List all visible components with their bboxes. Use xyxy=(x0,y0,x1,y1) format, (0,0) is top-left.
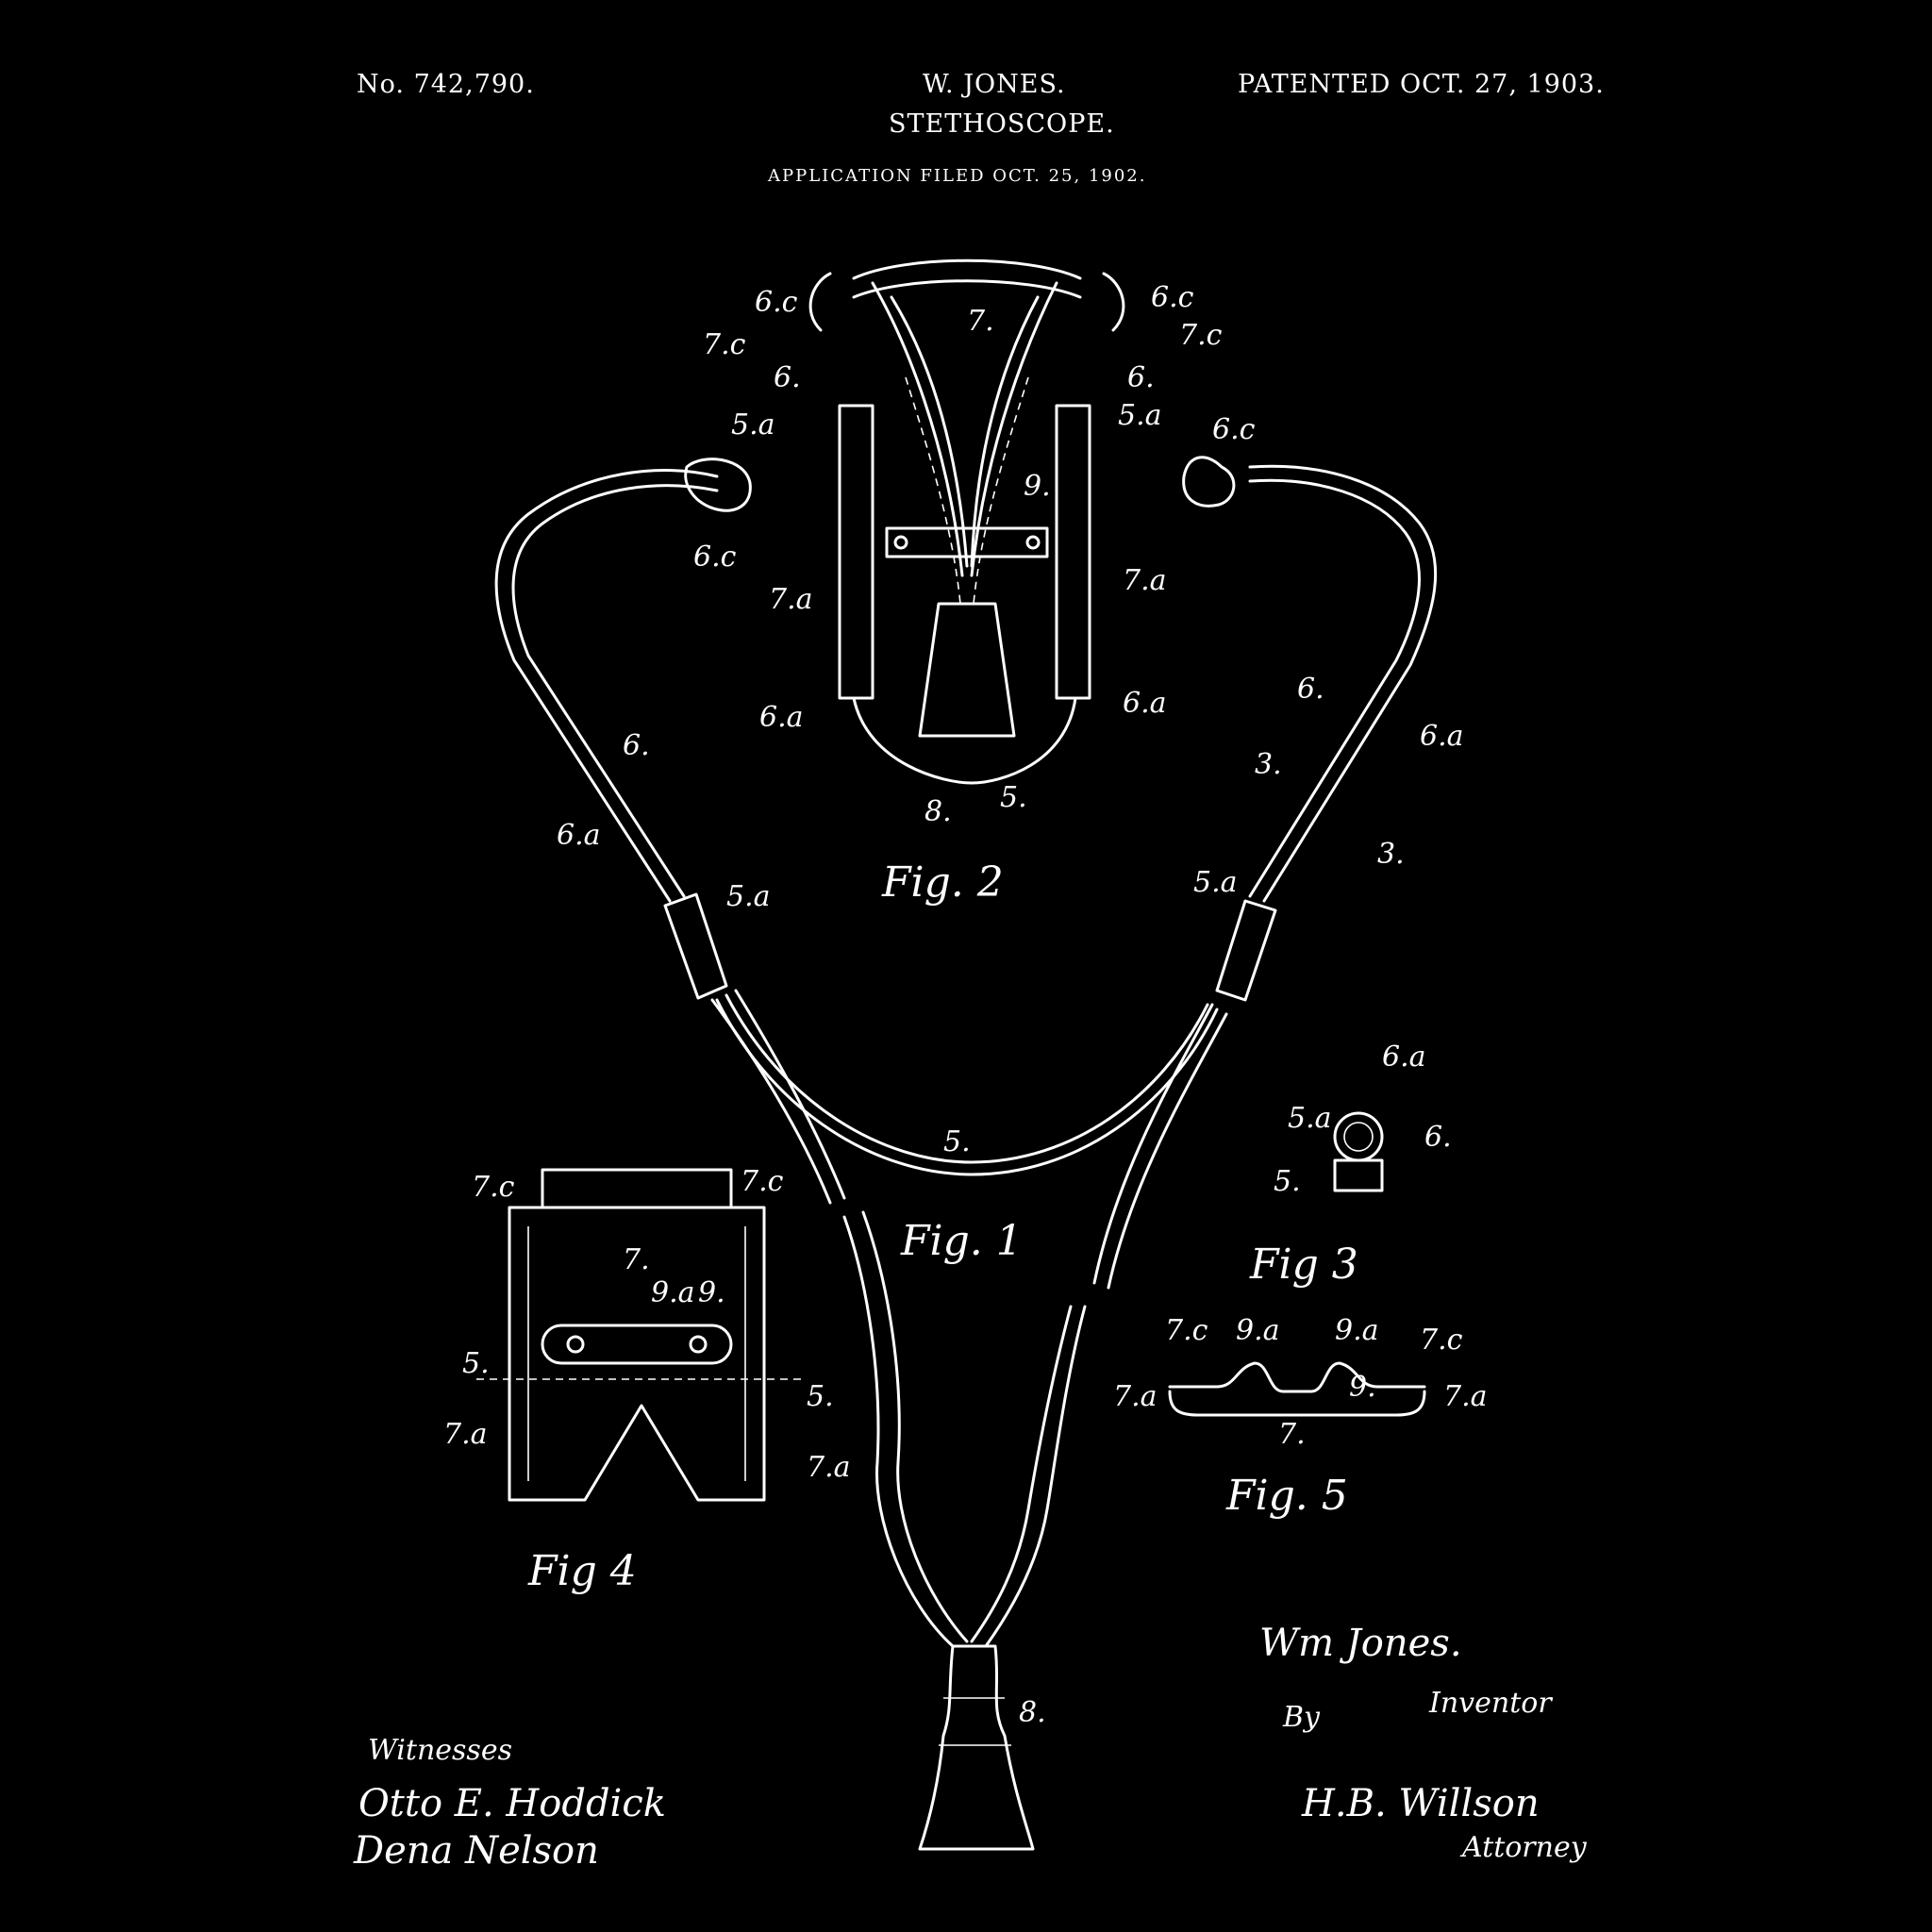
fig2-ref-5a-left: 5.a xyxy=(731,408,775,441)
ref-8: 8. xyxy=(1019,1696,1046,1729)
fig2-caption: Fig. 2 xyxy=(881,858,1004,907)
witness-1-signature: Otto E. Hoddick xyxy=(358,1782,666,1825)
inventor-signature: Wm Jones. xyxy=(1259,1622,1462,1665)
fig2-ref-6-right: 6. xyxy=(1127,361,1155,394)
fig4-ref-5-left: 5. xyxy=(462,1347,490,1380)
fig2-ref-6-left: 6. xyxy=(774,361,801,394)
chest-piece xyxy=(920,1646,1033,1849)
ref-6c-right: 6.c xyxy=(1212,413,1256,446)
fig4-ref-9: 9. xyxy=(698,1276,725,1309)
fig4-ref-9a: 9.a xyxy=(651,1276,695,1309)
fig5-ref-9a-left: 9.a xyxy=(1236,1314,1280,1347)
fig2-ref-6c-right: 6.c xyxy=(1151,281,1194,314)
ref-3a: 3. xyxy=(1255,748,1282,781)
ref-5: 5. xyxy=(943,1125,971,1158)
fig4-ref-7: 7. xyxy=(623,1243,650,1276)
ref-5a-right: 5.a xyxy=(1193,866,1238,899)
fig3-ref-6a: 6.a xyxy=(1382,1041,1426,1074)
witness-2-signature: Dena Nelson xyxy=(353,1829,599,1873)
ref-6-right: 6. xyxy=(1297,673,1324,706)
ref-5a-left: 5.a xyxy=(726,880,771,913)
fig5-ref-7c-left: 7.c xyxy=(1165,1314,1208,1347)
fig2-ref-5a-right: 5.a xyxy=(1118,399,1162,432)
fig5-ref-7a-left: 7.a xyxy=(1113,1380,1158,1413)
fig5-ref-7c-right: 7.c xyxy=(1420,1324,1463,1357)
ref-6c-left: 6.c xyxy=(693,541,737,574)
fig2-ref-9: 9. xyxy=(1024,470,1051,503)
fig2-ref-7c-right: 7.c xyxy=(1179,319,1223,352)
fig4-ref-7c-right: 7.c xyxy=(741,1165,784,1198)
fig4-ref-5-right: 5. xyxy=(807,1380,834,1413)
fig4-caption: Fig 4 xyxy=(527,1547,637,1595)
fig2-ref-6c-left: 6.c xyxy=(755,286,798,319)
fig2-ref-8: 8. xyxy=(924,795,952,828)
fig3-section xyxy=(1335,1113,1382,1191)
fig2-ref-7: 7. xyxy=(967,305,994,338)
fig2-ref-6a-left: 6.a xyxy=(759,701,804,734)
ref-3b: 3. xyxy=(1377,838,1405,871)
witnesses-label: Witnesses xyxy=(368,1734,512,1767)
fig5-ref-9: 9. xyxy=(1349,1371,1376,1404)
attorney-signature: H.B. Willson xyxy=(1301,1782,1540,1825)
fig1-caption: Fig. 1 xyxy=(900,1217,1023,1265)
fig2-ref-6a-right: 6.a xyxy=(1123,687,1167,720)
fig4-ref-7c-left: 7.c xyxy=(472,1171,515,1204)
ref-6a-left: 6.a xyxy=(557,819,601,852)
by-label: By xyxy=(1282,1701,1321,1734)
fig4-ref-7a-right: 7.a xyxy=(807,1451,851,1484)
fig5-ref-7a-right: 7.a xyxy=(1443,1380,1488,1413)
fig5-ref-7: 7. xyxy=(1278,1418,1306,1451)
fig3-ref-6: 6. xyxy=(1424,1121,1452,1154)
right-earpiece xyxy=(1184,458,1234,506)
fig3-caption: Fig 3 xyxy=(1249,1241,1358,1289)
fig3-ref-5a: 5.a xyxy=(1288,1102,1332,1135)
ref-6-left: 6. xyxy=(623,729,650,762)
fig2-ref-7a-right: 7.a xyxy=(1123,564,1167,597)
fig2-ref-7a-left: 7.a xyxy=(769,583,813,616)
fig2-folded xyxy=(810,260,1124,783)
fig5-section xyxy=(1170,1363,1424,1415)
fig2-ref-7c-left: 7.c xyxy=(703,328,746,361)
attorney-label: Attorney xyxy=(1459,1831,1588,1864)
ref-6a-right: 6.a xyxy=(1420,720,1464,753)
inventor-label: Inventor xyxy=(1428,1687,1553,1720)
fig5-caption: Fig. 5 xyxy=(1225,1472,1348,1520)
left-earpiece xyxy=(686,459,751,511)
fig4-holder xyxy=(476,1170,802,1500)
fig4-ref-7a-left: 7.a xyxy=(443,1418,488,1451)
fig2-ref-5: 5. xyxy=(1000,781,1027,814)
fig3-ref-5: 5. xyxy=(1274,1165,1301,1198)
fig5-ref-9a-right: 9.a xyxy=(1335,1314,1379,1347)
